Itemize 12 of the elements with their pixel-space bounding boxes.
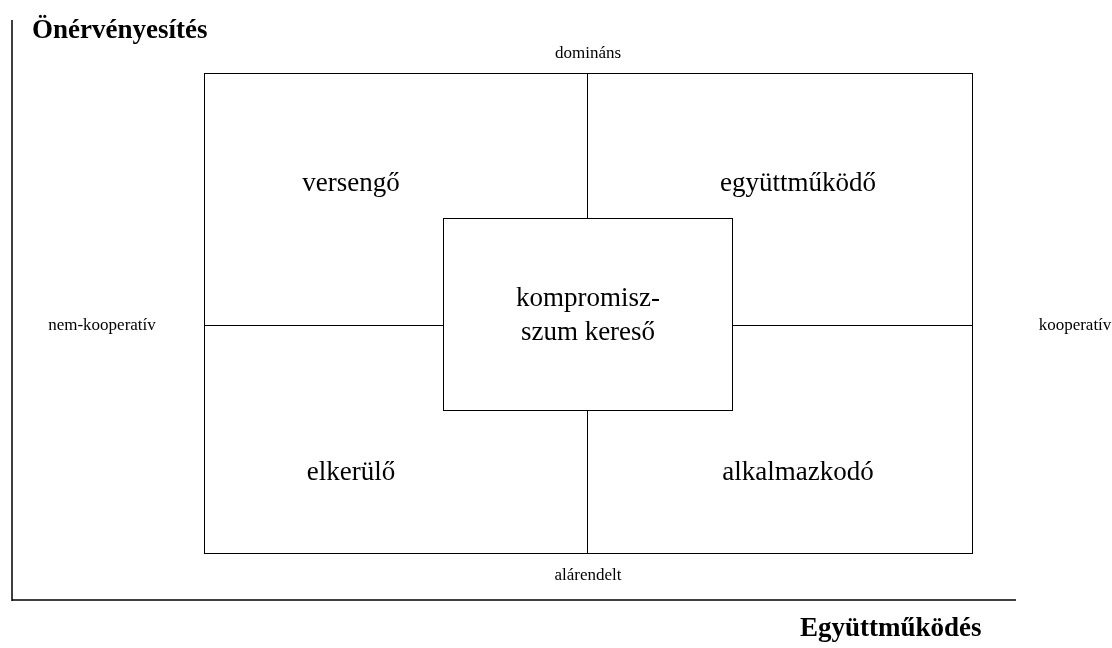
center-box — [443, 218, 733, 411]
axis-end-label: domináns — [554, 43, 622, 63]
quadrant-label: elkerülő — [306, 455, 396, 487]
axis-end-label: nem-kooperatív — [48, 315, 156, 335]
quadrant-label: együttműködő — [720, 166, 876, 198]
axis-end-label: kooperatív — [1038, 315, 1112, 335]
quadrant-label: alkalmazkodó — [722, 455, 874, 487]
center-label: kompromisz- szum kereső — [515, 280, 661, 348]
y-axis-title: Önérvényesítés — [32, 14, 208, 45]
x-axis-title: Együttműködés — [800, 612, 982, 643]
quadrant-label: versengő — [302, 166, 400, 198]
axis-end-label: alárendelt — [554, 565, 622, 585]
